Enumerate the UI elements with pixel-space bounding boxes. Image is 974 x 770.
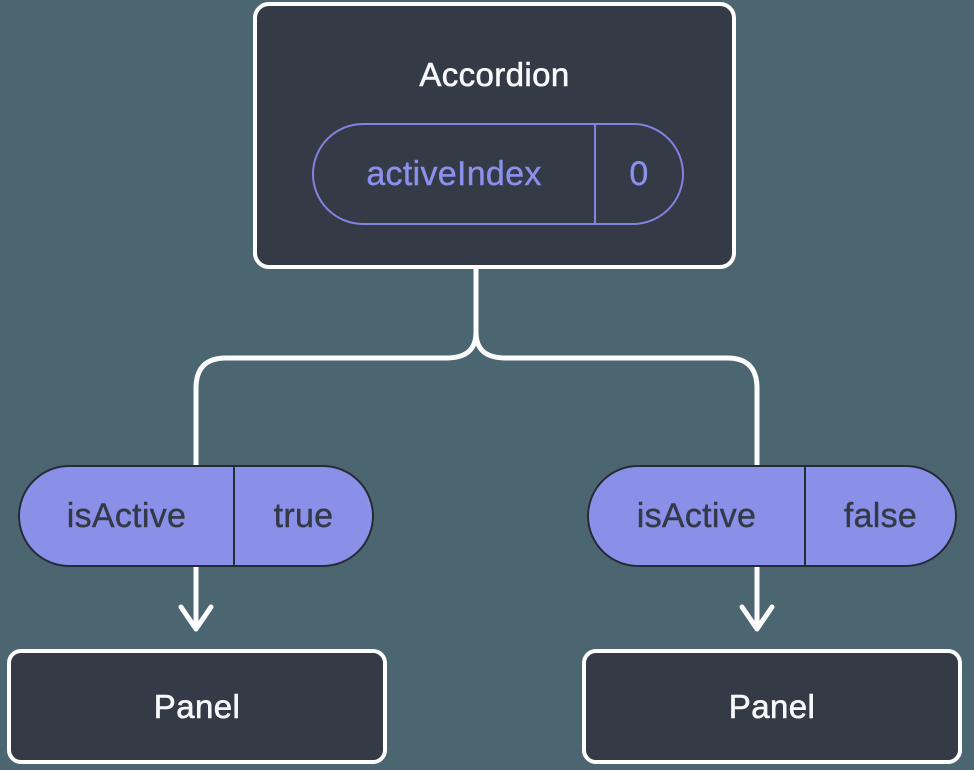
arrow-down-icon (178, 604, 214, 632)
state-value: 0 (594, 125, 682, 223)
state-pill-activeindex: activeIndex 0 (312, 123, 684, 225)
prop-pill-isactive-right: isActive false (587, 465, 957, 567)
panel-node-label: Panel (153, 687, 241, 725)
panel-node-right: Panel (582, 649, 962, 764)
connector-left-branch (193, 263, 479, 627)
prop-value: false (804, 467, 955, 565)
connector-right-branch (473, 263, 760, 627)
state-name: activeIndex (366, 154, 542, 193)
prop-value: true (233, 467, 372, 565)
accordion-node: Accordion activeIndex 0 (253, 2, 736, 269)
arrow-down-icon (739, 604, 775, 632)
prop-pill-isactive-left: isActive true (18, 465, 374, 567)
accordion-node-title: Accordion (419, 56, 570, 94)
panel-node-label: Panel (728, 687, 816, 725)
prop-name: isActive (636, 496, 757, 535)
prop-name: isActive (66, 496, 187, 535)
panel-node-left: Panel (7, 649, 387, 764)
